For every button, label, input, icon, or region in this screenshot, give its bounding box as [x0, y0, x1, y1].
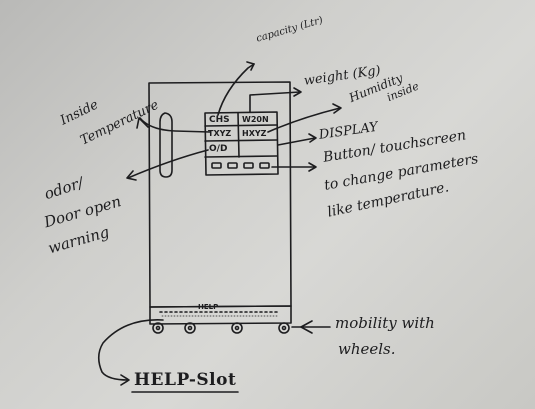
display-panel — [204, 111, 279, 176]
base-help-label: HELP — [198, 303, 219, 311]
wheel-3 — [231, 322, 243, 334]
fridge-handle — [159, 112, 173, 178]
help-slot-base — [149, 305, 292, 325]
button-2 — [227, 162, 238, 169]
panel-temperature: TXYZ — [208, 129, 232, 138]
panel-weight: W20N — [242, 115, 269, 124]
label-mobility-2: wheels. — [338, 340, 396, 358]
wheel-4 — [278, 322, 290, 334]
label-mobility-1: mobility with — [335, 314, 435, 332]
button-4 — [259, 162, 270, 169]
wheel-1 — [152, 322, 164, 334]
wheel-2 — [184, 322, 196, 334]
button-1 — [211, 162, 222, 169]
button-3 — [243, 162, 254, 169]
label-help-slot: HELP-Slot — [134, 370, 237, 390]
panel-odor: O/D — [209, 144, 228, 154]
panel-humidity: HXYZ — [242, 129, 267, 138]
panel-capacity: CHS — [209, 115, 230, 125]
